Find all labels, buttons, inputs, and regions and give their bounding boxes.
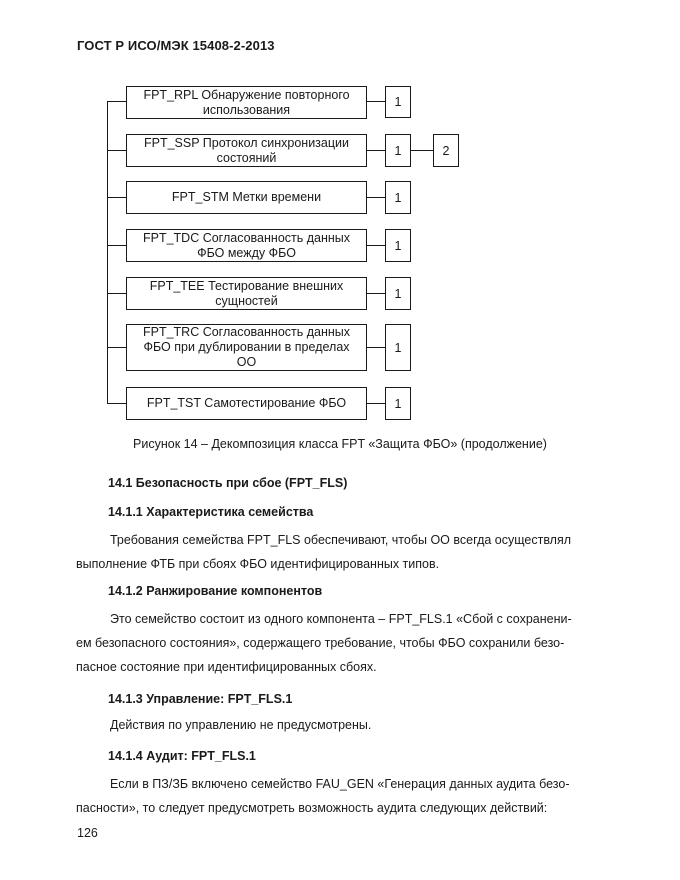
text-line: Если в ПЗ/ЗБ включено семейство FAU_GEN …: [110, 777, 570, 791]
level-connector: [367, 347, 385, 348]
level-box: 1: [385, 277, 411, 310]
level-box: 1: [385, 229, 411, 262]
text-line: пасное состояние при идентифицированных …: [76, 660, 377, 674]
level-box: 1: [385, 181, 411, 214]
level-box: 1: [385, 324, 411, 371]
component-label-line: FPT_TEE Тестирование внешних: [149, 278, 344, 293]
text-line: Требования семейства FPT_FLS обеспечиваю…: [110, 533, 572, 547]
level-connector: [367, 403, 385, 404]
text-line: Действия по управлению не предусмотрены.: [110, 718, 372, 732]
component-label-line: FPT_RPL Обнаружение повторного: [143, 87, 350, 102]
component-label-line: ФБО при дублировании в пределах: [143, 340, 350, 354]
level-connector: [367, 101, 385, 102]
level-connector: [411, 150, 433, 151]
component-label-line: сущностей: [215, 293, 278, 308]
section-heading-14-1-3: 14.1.3 Управление: FPT_FLS.1: [108, 692, 293, 706]
page-number: 126: [77, 826, 98, 840]
component-label-line: состояний: [216, 150, 277, 165]
component-label-line: ФБО между ФБО: [197, 245, 296, 260]
level-label: 1: [394, 396, 402, 411]
decomposition-diagram: FPT_RPL Обнаружение повторного использов…: [107, 86, 459, 420]
level-box: 1: [385, 86, 411, 118]
branch-line: [107, 293, 126, 294]
branch-line: [107, 403, 126, 404]
component-box-fpt-tdc: FPT_TDC Согласованность данных ФБО между…: [126, 229, 367, 262]
level-connector: [367, 293, 385, 294]
component-label-line: FPT_TST Самотестирование ФБО: [146, 396, 347, 410]
component-box-fpt-trc: FPT_TRC Согласованность данных ФБО при д…: [126, 324, 367, 371]
level-box: 1: [385, 134, 411, 167]
level-label: 1: [394, 95, 402, 109]
level-label: 1: [394, 238, 402, 253]
level-label: 1: [394, 286, 402, 301]
level-connector: [367, 150, 385, 151]
text-line: Это семейство состоит из одного компонен…: [110, 612, 572, 626]
level-connector: [367, 197, 385, 198]
level-box: 2: [433, 134, 459, 167]
text-line: ем безопасного состояния», содержащего т…: [76, 636, 565, 650]
section-heading-14-1-4: 14.1.4 Аудит: FPT_FLS.1: [108, 749, 256, 763]
level-label: 2: [442, 143, 450, 158]
component-box-fpt-rpl: FPT_RPL Обнаружение повторного использов…: [126, 86, 367, 119]
component-box-fpt-ssp: FPT_SSP Протокол синхронизации состояний: [126, 134, 367, 167]
component-label-line: FPT_SSP Протокол синхронизации: [143, 135, 349, 150]
component-label-line: ОО: [236, 355, 257, 369]
branch-line: [107, 347, 126, 348]
paragraph-14-1-2: Это семейство состоит из одного компонен…: [76, 607, 616, 679]
level-connector: [367, 245, 385, 246]
branch-line: [107, 245, 126, 246]
component-label-line: FPT_TRC Согласованность данных: [142, 325, 351, 339]
level-label: 1: [394, 340, 402, 355]
component-label-line: FPT_STM Метки времени: [171, 190, 322, 204]
section-heading-14-1-1: 14.1.1 Характеристика семейства: [108, 505, 314, 519]
branch-line: [107, 150, 126, 151]
branch-line: [107, 101, 126, 102]
paragraph-14-1-3: Действия по управлению не предусмотрены.: [108, 713, 616, 737]
trunk-line: [107, 101, 108, 404]
text-line: выполнение ФТБ при сбоях ФБО идентифицир…: [76, 557, 440, 571]
component-label-line: использования: [202, 102, 291, 117]
paragraph-14-1-1: Требования семейства FPT_FLS обеспечиваю…: [76, 528, 616, 576]
figure-caption: Рисунок 14 – Декомпозиция класса FPT «За…: [133, 437, 547, 451]
section-heading-14-1: 14.1 Безопасность при сбое (FPT_FLS): [108, 476, 348, 490]
level-label: 1: [394, 143, 402, 158]
paragraph-14-1-4: Если в ПЗ/ЗБ включено семейство FAU_GEN …: [76, 772, 616, 820]
component-box-fpt-stm: FPT_STM Метки времени: [126, 181, 367, 214]
branch-line: [107, 197, 126, 198]
text-line: пасности», то следует предусмотреть возм…: [76, 801, 548, 815]
level-label: 1: [394, 190, 402, 205]
component-box-fpt-tst: FPT_TST Самотестирование ФБО: [126, 387, 367, 420]
section-heading-14-1-2: 14.1.2 Ранжирование компонентов: [108, 584, 323, 598]
component-label-line: FPT_TDC Согласованность данных: [142, 230, 351, 245]
component-box-fpt-tee: FPT_TEE Тестирование внешних сущностей: [126, 277, 367, 310]
document-header: ГОСТ Р ИСО/МЭК 15408-2-2013: [77, 38, 275, 53]
level-box: 1: [385, 387, 411, 420]
